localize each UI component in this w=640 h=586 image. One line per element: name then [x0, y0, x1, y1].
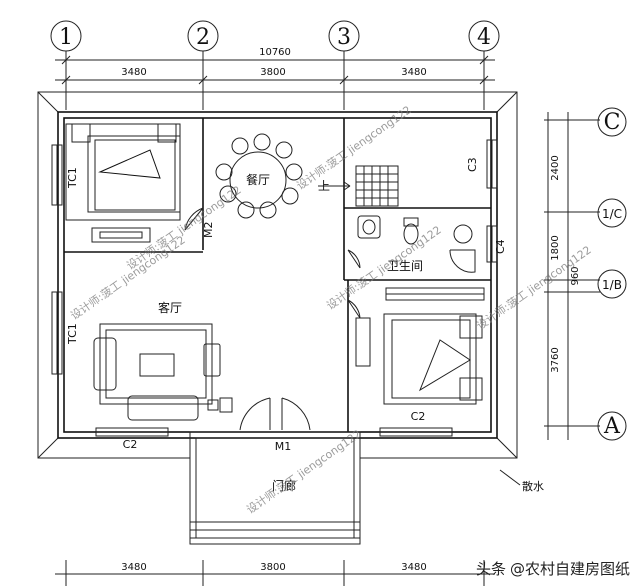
stair-up-label: 上	[318, 179, 330, 193]
footer-badge: 头条 @农村自建房图纸	[476, 556, 630, 580]
dim-bottom-span-2: 3800	[260, 562, 285, 573]
apron-leader	[499, 469, 521, 486]
window-c3	[486, 139, 498, 189]
room-label-living: 客厅	[158, 300, 182, 315]
window-label-c2-right: C2	[411, 410, 426, 423]
axis-right-a: A	[597, 411, 627, 441]
dim-right-1: 2400	[550, 155, 561, 180]
watermark-6: 设计师:菠工 jiengcong122	[244, 427, 363, 516]
dim-bottom-span-3: 3480	[401, 562, 426, 573]
interior-walls	[64, 118, 491, 432]
front-door-m1	[239, 397, 311, 431]
footer-prefix: 头条	[475, 559, 506, 578]
room-label-dining: 餐厅	[246, 172, 270, 187]
door-label-m1: M1	[275, 440, 292, 453]
bedroom-bottom-right	[347, 287, 485, 405]
window-tc1-top	[51, 144, 63, 206]
door-label-m2: M2	[202, 222, 215, 239]
axis-top-3: 3	[328, 20, 360, 52]
living-room-furniture	[93, 323, 233, 421]
bedroom-top-left	[65, 123, 181, 243]
axis-right-1b: 1/B	[597, 269, 627, 299]
window-label-c2-left: C2	[123, 438, 138, 451]
dim-right-2: 1800	[550, 235, 561, 260]
dim-top-total: 10760	[259, 47, 291, 58]
axis-right-c: C	[597, 107, 627, 137]
dim-bottom-span-1: 3480	[121, 562, 146, 573]
window-c4	[486, 225, 498, 263]
svg-text:1/C: 1/C	[602, 207, 622, 221]
svg-text:1/B: 1/B	[602, 278, 622, 292]
axis-top-4: 4	[468, 20, 500, 52]
svg-text:A: A	[603, 414, 621, 439]
window-label-c3: C3	[466, 157, 479, 172]
window-label-tc1-left: TC1	[66, 323, 79, 345]
svg-text:1: 1	[59, 25, 73, 50]
bathroom-fixtures	[347, 215, 476, 273]
watermark-4: 设计师:菠工 jiengcong122	[324, 223, 443, 312]
window-label-c4: C4	[494, 239, 507, 254]
dim-top-span-2: 3800	[260, 67, 285, 78]
axis-top-2: 2	[187, 20, 219, 52]
apron-outline	[37, 91, 518, 459]
svg-text:C: C	[604, 110, 621, 135]
staircase	[318, 165, 399, 207]
window-tc1-left	[51, 291, 63, 375]
dining-table	[215, 133, 303, 219]
dim-right-3: 960	[570, 266, 581, 285]
dim-top-span-3: 3480	[401, 67, 426, 78]
footer-handle: @农村自建房图纸	[509, 559, 630, 578]
room-label-porch: 门廊	[272, 478, 296, 493]
watermark-1: 设计师:菠工 jiengcong122	[294, 103, 413, 192]
svg-text:3: 3	[337, 25, 351, 50]
svg-text:4: 4	[477, 25, 491, 50]
axis-right-1c: 1/C	[597, 198, 627, 228]
room-label-bathroom: 卫生间	[387, 259, 423, 273]
dim-right-4: 3760	[550, 347, 561, 372]
axis-top-1: 1	[50, 20, 82, 52]
porch	[189, 431, 361, 545]
door-m2	[184, 207, 204, 231]
apron-label: 散水	[522, 479, 544, 493]
window-label-tc1-top: TC1	[66, 167, 79, 189]
svg-text:2: 2	[196, 25, 210, 50]
dim-top-span-1: 3480	[121, 67, 146, 78]
window-c2-left	[95, 427, 169, 437]
window-c2-right	[379, 427, 453, 437]
